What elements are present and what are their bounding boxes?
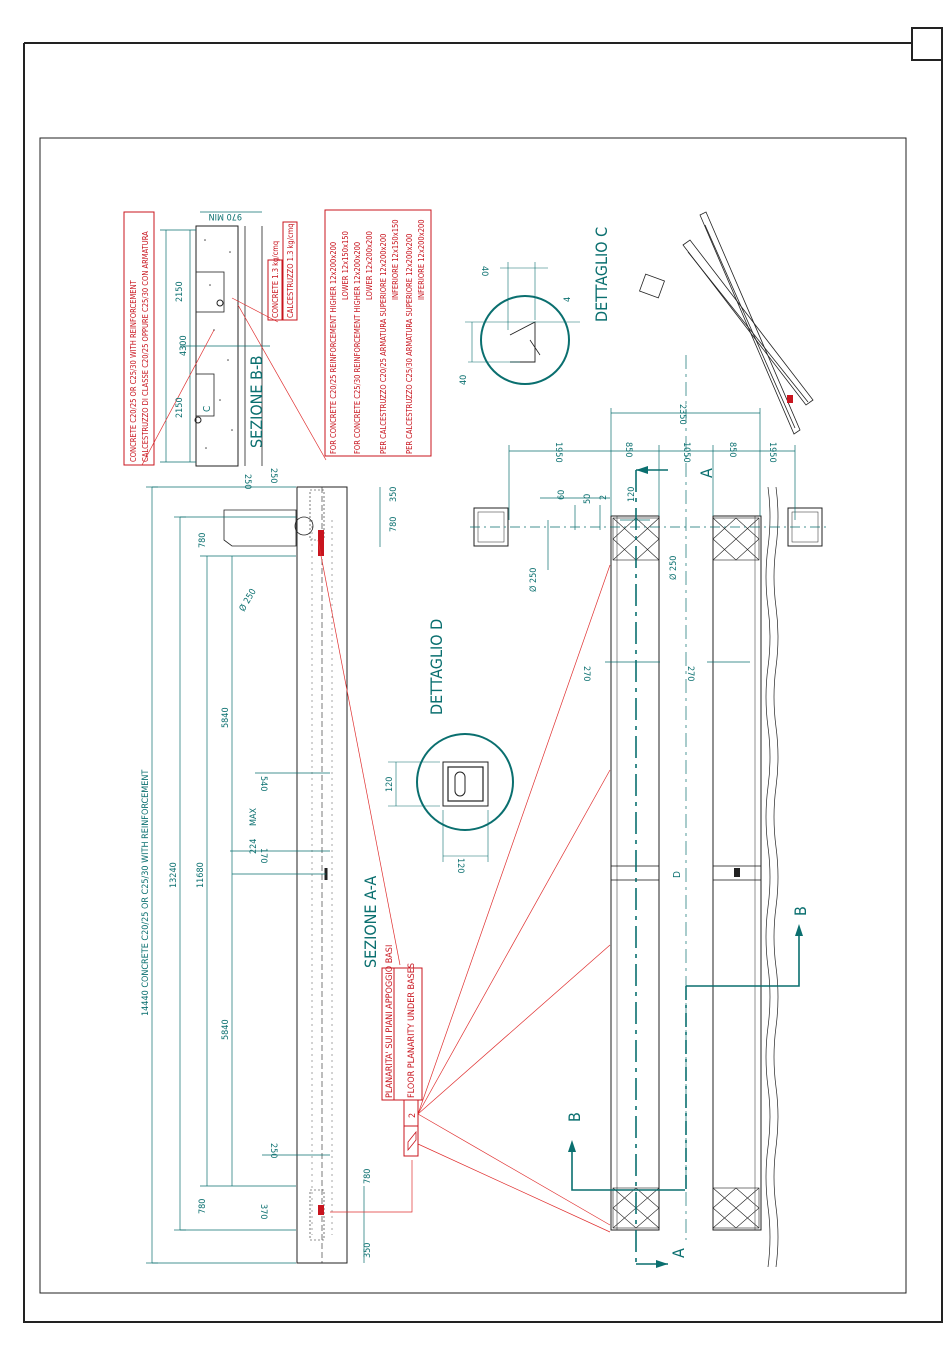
plan-dim-270-b: 270: [685, 666, 695, 681]
aa-dim-5840-top: 5840: [221, 707, 231, 728]
plan-dim-phi250-a: Ø 250: [528, 568, 539, 592]
aa-dim-phi250: Ø 250: [237, 587, 259, 614]
detail-c-title: DETTAGLIO C: [592, 227, 611, 322]
plan-dim-60: 60: [557, 490, 567, 500]
aa-dim-370: 370: [258, 1204, 268, 1219]
bb-dim-4300: 4300: [179, 335, 189, 356]
bb-dim-2150-bottom: 2150: [175, 397, 185, 418]
red-annotation-boxes: [123, 209, 432, 1157]
reinf-line-5: PER CALCESTRUZZO C20/25 ARMATURA SUPERIO…: [379, 234, 388, 454]
detail-c-dim-4: 4: [563, 297, 573, 302]
plan-dim-2: 2: [599, 495, 609, 500]
section-aa-title: SEZIONE A-A: [361, 876, 380, 968]
section-bb-title: SEZIONE B-B: [247, 356, 266, 448]
aa-dim-5840-bottom: 5840: [221, 1019, 231, 1040]
aa-dim-780-b: 780: [198, 1199, 208, 1214]
plan-dim-850-left: 850: [623, 442, 633, 457]
detail-c-dim-40-top: 40: [479, 266, 489, 276]
plan-dim-270-a: 270: [581, 666, 591, 681]
bb-weight-line1: CONCRETE 1.3 kg/cmq: [271, 241, 280, 318]
marker-a-bottom: A: [669, 1248, 688, 1258]
detail-d-dim-120-side: 120: [385, 777, 395, 792]
plan-view-geometry: [473, 486, 823, 1268]
aa-dim-780-c: 780: [389, 517, 399, 532]
aa-dim-540: 540: [258, 776, 268, 791]
reinf-line-1: FOR CONCRETE C20/25 REINFORCEMENT HIGHER…: [329, 242, 338, 454]
plan-dim-2350: 2350: [677, 404, 687, 425]
detail-d-geometry: [388, 733, 514, 862]
marker-b-left: B: [565, 1112, 584, 1122]
aa-dim-250-top: 250: [268, 468, 278, 483]
aa-dim-780-d: 780: [363, 1169, 373, 1184]
marker-a-top: A: [697, 468, 716, 478]
bb-weight-line2: CALCESTRUZZO 1.3 kg/cmq: [286, 223, 295, 318]
marker-b-right: B: [791, 906, 810, 916]
marker-c: C: [202, 406, 213, 412]
aa-dim-350-bottom: 350: [363, 1243, 373, 1258]
section-bb-dimension-lines: [160, 211, 270, 463]
section-aa-dimension-lines: [146, 486, 381, 1264]
reinf-line-4: LOWER 12x200x200: [365, 231, 374, 300]
aa-dim-224: 224: [249, 839, 259, 854]
reinf-line-7: PER CALCESTRUZZO C25/30 ARMATURA SUPERIO…: [405, 234, 414, 454]
aa-dim-170: 170: [258, 848, 268, 863]
marker-d: D: [672, 871, 683, 878]
section-cut-lines: [470, 355, 830, 1265]
detail-d-dim-120-bottom: 120: [455, 858, 465, 873]
bb-dim-250: 250: [242, 474, 252, 489]
detail-d-title: DETTAGLIO D: [427, 619, 446, 715]
aa-dim-11680: 11680: [196, 862, 206, 888]
planarity-line2: FLOOR PLANARITY UNDER BASES: [407, 963, 417, 1098]
detail-c-dim-40-left: 40: [459, 375, 469, 385]
aa-dim-250-bottom: 250: [268, 1143, 278, 1158]
reinf-line-2: LOWER 12x150x150: [341, 231, 350, 300]
drawing-frame: [23, 27, 943, 1323]
plan-dim-1950-right: 1950: [767, 442, 777, 463]
plan-dim-50: 50: [583, 494, 593, 504]
bb-dim-2150-top: 2150: [175, 281, 185, 302]
plan-dim-1950-left: 1950: [553, 442, 563, 463]
aa-dim-13240: 13240: [169, 862, 179, 888]
detail-c-geometry: [465, 262, 580, 385]
aa-overall-label: 14440 CONCRETE C20/25 OR C25/30 WITH REI…: [141, 770, 151, 1016]
aa-dim-max: MAX: [249, 807, 259, 826]
planarity-line1: PLANARITA' SUI PIANI APPOGGIO BASI: [385, 945, 395, 1098]
plan-dim-120: 120: [627, 487, 637, 502]
section-aa-geometry: [223, 486, 348, 1264]
planarity-number: 2: [408, 1113, 418, 1118]
reinforcement-table: FOR CONCRETE C20/25 REINFORCEMENT HIGHER…: [329, 219, 426, 454]
bb-dim-970: 970 MIN: [209, 211, 242, 221]
red-leader-lines: [141, 297, 611, 1233]
plan-dim-phi250-b: Ø 250: [668, 556, 679, 580]
lift-arm-sketch: [639, 211, 814, 435]
reinf-line-8: INFERIORE 12x200x200: [417, 219, 426, 300]
plan-view-dimension-lines: [508, 408, 796, 663]
bb-note-line1: CONCRETE C20/25 OR C25/30 WITH REINFORCE…: [129, 279, 138, 462]
aa-dim-350-top: 350: [389, 487, 399, 502]
reinf-line-6: INFERIORE 12x150x150: [391, 219, 400, 300]
flatness-symbol-icon: [407, 1130, 417, 1152]
bb-note-line2: CALCESTRUZZO DI CLASSE C20/25 OPPURE C25…: [141, 231, 150, 462]
aa-dim-780-a: 780: [198, 533, 208, 548]
reinf-line-3: FOR CONCRETE C25/30 REINFORCEMENT HIGHER…: [353, 242, 362, 454]
section-arrows: [568, 466, 803, 1268]
plan-dim-850-right: 850: [727, 442, 737, 457]
plan-dim-1050: 1050: [681, 442, 691, 463]
